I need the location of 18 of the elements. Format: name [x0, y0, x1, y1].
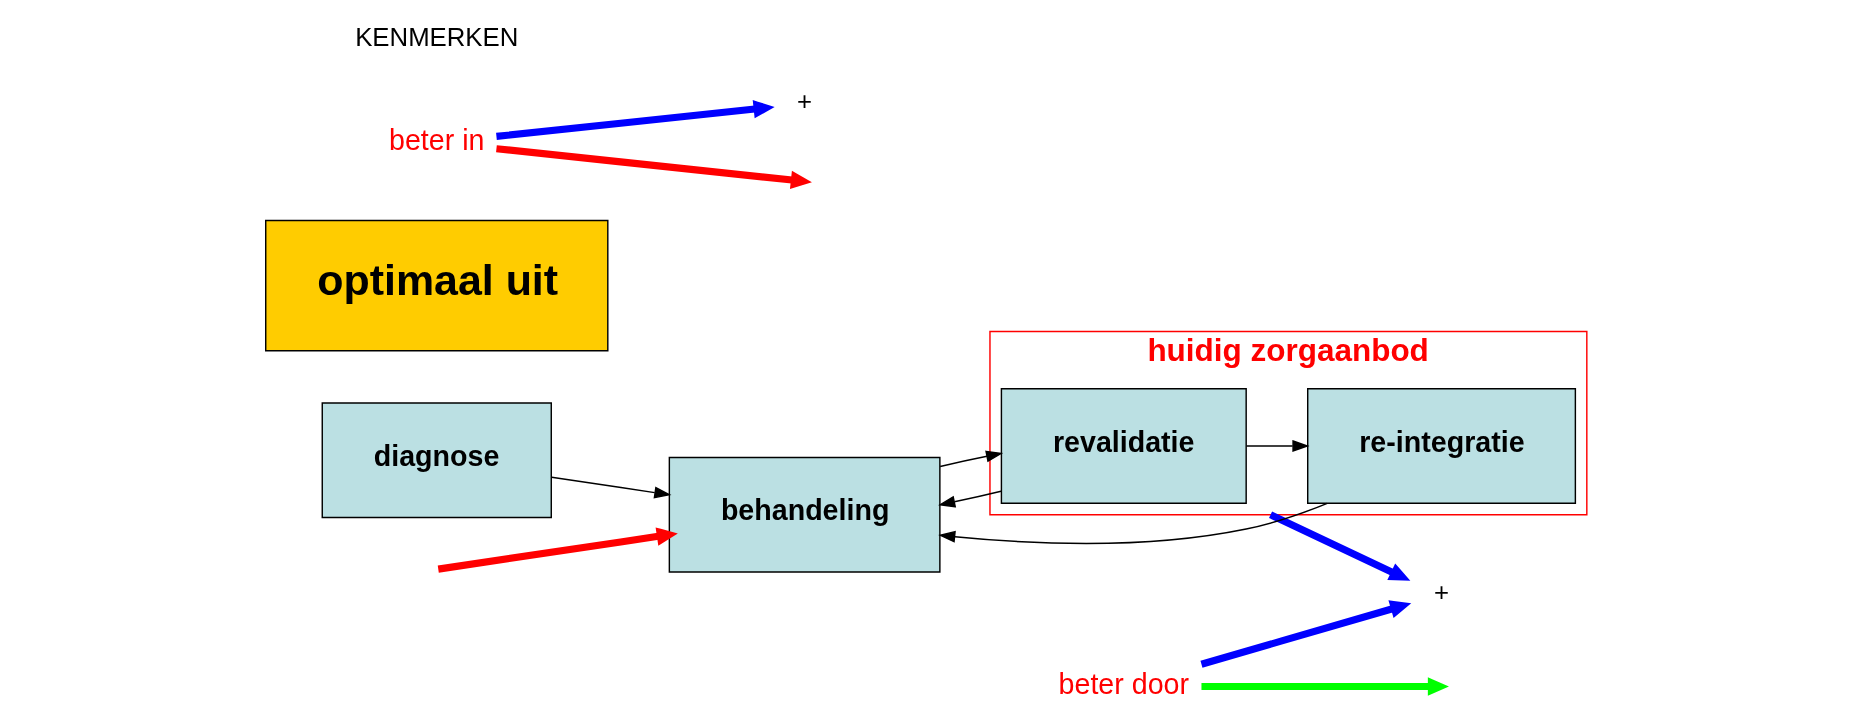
node-text: beter door — [1058, 667, 1190, 700]
node-box: optimaal uit — [265, 219, 609, 352]
node-box: diagnose — [321, 402, 552, 519]
arrow — [1245, 440, 1310, 453]
node-text: beter in — [389, 123, 485, 156]
arrow — [938, 490, 1002, 508]
node-box: revalidatie — [1000, 388, 1247, 504]
arrow — [1200, 600, 1412, 668]
arrow — [437, 527, 678, 573]
node-text: + — [797, 87, 813, 116]
node-text: + — [1434, 578, 1450, 607]
arrow — [939, 450, 1004, 468]
arrow — [550, 476, 672, 499]
label: KENMERKEN — [355, 22, 519, 51]
arrow — [938, 502, 1328, 545]
arrow — [1269, 511, 1411, 581]
node-box: behandeling — [668, 456, 941, 573]
node-box: re-integratie — [1307, 388, 1577, 504]
